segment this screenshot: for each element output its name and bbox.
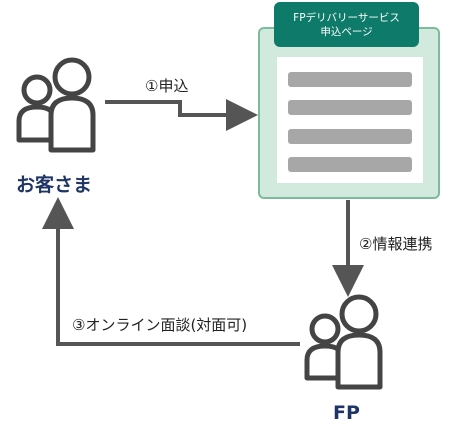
step-info-link-label: ②情報連携 xyxy=(359,235,433,253)
arrow-apply xyxy=(105,99,258,131)
fp-label: FP xyxy=(333,402,360,424)
step-apply-label: ①申込 xyxy=(145,77,189,95)
service-page-title-line2: 申込ページ xyxy=(320,25,373,38)
step-online-meeting-label: ③オンライン面談(対面可) xyxy=(72,316,248,334)
form-field-placeholder xyxy=(288,72,412,87)
form-field-placeholder xyxy=(288,157,412,172)
form-field-placeholder xyxy=(288,100,412,115)
arrow-online-meeting xyxy=(42,197,300,346)
service-page-title: FPデリバリーサービス 申込ページ xyxy=(274,2,419,47)
service-page-body xyxy=(277,57,423,183)
customer-icon xyxy=(16,57,96,153)
service-page-window xyxy=(258,27,440,199)
customer-label: お客さま xyxy=(16,174,93,196)
form-field-placeholder xyxy=(288,129,412,144)
fp-icon xyxy=(304,294,383,390)
service-page-title-line1: FPデリバリーサービス xyxy=(293,11,400,24)
